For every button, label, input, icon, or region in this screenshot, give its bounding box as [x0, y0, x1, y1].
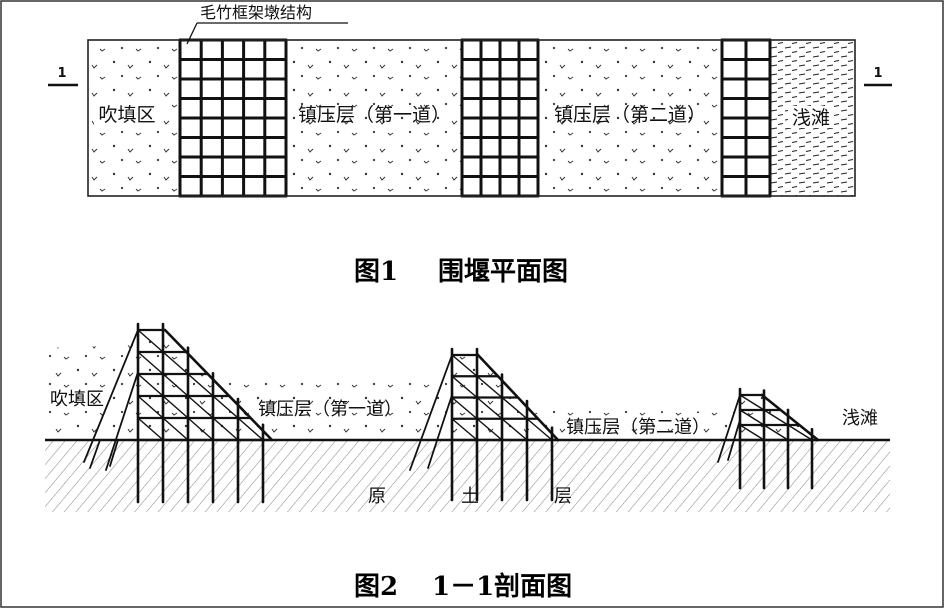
section-label-press-1: 镇压层（第一道）	[258, 399, 402, 420]
frame-diagonal-brace	[476, 418, 503, 441]
frame-diagonal-brace	[501, 418, 528, 441]
section-mark-right: 1	[873, 66, 882, 81]
frame-diagonal-brace	[187, 395, 214, 419]
plan-label-press-2: 镇压层（第二道）	[554, 104, 706, 126]
frame-slope-member	[476, 353, 560, 442]
frame-diagonal-brace	[187, 373, 214, 397]
section-bamboo-frame-2	[409, 347, 560, 502]
plan-zone-press-1	[286, 40, 462, 196]
frame-diagonal-brace	[162, 395, 189, 419]
frame-anchor-brace	[105, 371, 139, 471]
frame-diagonal-brace	[212, 395, 239, 419]
frame-diagonal-brace	[137, 373, 164, 397]
frame-anchor-brace	[409, 354, 453, 471]
frame-diagonal-brace	[212, 417, 239, 441]
frame-anchor-brace	[717, 394, 741, 463]
figure-2-number: 图2	[354, 572, 398, 602]
frame-diagonal-brace	[451, 418, 478, 441]
section-mark-left: 1	[57, 66, 66, 81]
figure-1-number: 图1	[354, 257, 398, 287]
plan-view: 吹填区 镇压层（第一道） 镇压层（第二道） 浅滩 毛竹框架墩结构 1 1	[48, 3, 892, 198]
section-label-fill-area: 吹填区	[50, 389, 104, 410]
section-view: 吹填区 镇压层（第一道） 镇压层（第二道） 浅滩 原土层	[45, 322, 890, 512]
frame-slope-member	[760, 393, 820, 442]
original-soil-layer	[45, 440, 890, 512]
section-label-press-2: 镇压层（第二道）	[566, 417, 710, 438]
plan-bamboo-frame-3	[720, 38, 772, 198]
frame-diagonal-brace	[787, 424, 813, 441]
frame-anchor-brace	[89, 439, 101, 469]
frame-diagonal-brace	[162, 351, 189, 375]
plan-bamboo-frame-2	[460, 38, 540, 198]
frame-diagonal-brace	[739, 394, 765, 411]
frame-diagonal-brace	[137, 417, 164, 441]
figure-2-title: 1－1剖面图	[432, 571, 572, 602]
plan-label-press-1: 镇压层（第一道）	[298, 104, 450, 126]
frame-diagonal-brace	[763, 424, 789, 441]
frame-slope-member	[163, 328, 274, 442]
plan-label-bg-shoal	[788, 106, 834, 128]
frame-callout-leader	[186, 22, 198, 45]
plan-label-shoal: 浅滩	[792, 107, 830, 129]
section-label-shoal: 浅滩	[842, 408, 878, 429]
frame-diagonal-brace	[476, 396, 503, 420]
frame-diagonal-brace	[162, 417, 189, 441]
frame-diagonal-brace	[739, 409, 765, 426]
frame-anchor-brace	[109, 439, 119, 467]
plan-outline	[87, 39, 856, 197]
frame-diagonal-brace	[501, 396, 528, 420]
frame-diagonal-brace	[137, 351, 164, 375]
frame-diagonal-brace	[137, 395, 164, 419]
frame-diagonal-brace	[739, 424, 765, 441]
frame-diagonal-brace	[476, 375, 503, 399]
plan-bamboo-frame-1	[178, 38, 288, 198]
frame-diagonal-brace	[187, 417, 214, 441]
frame-diagonal-brace	[451, 354, 478, 377]
frame-diagonal-brace	[137, 329, 164, 353]
frame-diagonal-brace	[162, 373, 189, 397]
frame-diagonal-brace	[763, 409, 789, 426]
section-bamboo-frame-1	[83, 322, 274, 504]
section-fill-material	[45, 332, 890, 440]
frame-diagonal-brace	[237, 417, 264, 441]
figure-1-title: 围堰平面图	[438, 257, 568, 287]
frame-diagonal-brace	[451, 375, 478, 399]
plan-zone-press-2	[538, 40, 722, 196]
plan-label-bg-fill	[94, 103, 160, 127]
frame-callout-label: 毛竹框架墩结构	[200, 3, 312, 22]
frame-diagonal-brace	[526, 418, 553, 441]
plan-label-fill-area: 吹填区	[98, 104, 155, 126]
section-label-original-soil: 原土层	[368, 486, 647, 507]
frame-anchor-brace	[427, 394, 453, 469]
frame-diagonal-brace	[451, 396, 478, 420]
